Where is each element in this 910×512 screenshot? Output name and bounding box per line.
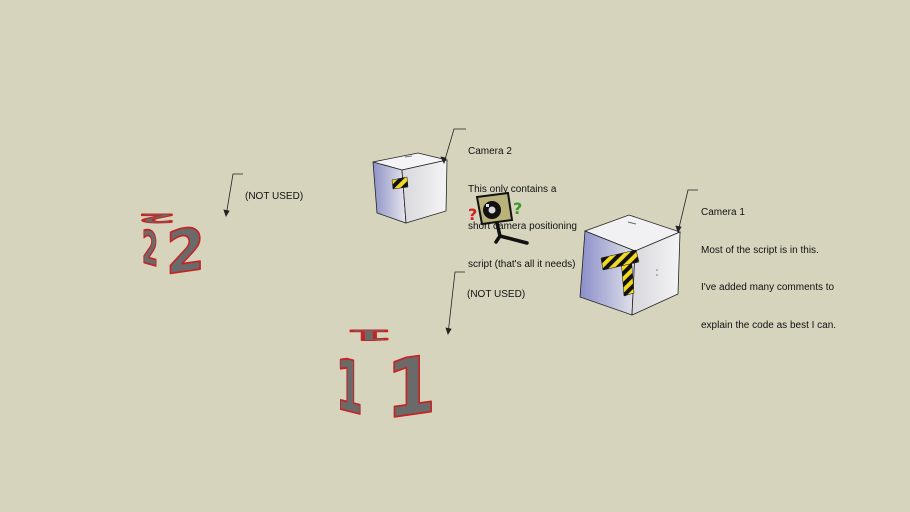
one-front-digit: 1	[386, 337, 436, 437]
not-used-text: (NOT USED)	[245, 191, 304, 202]
not-used-text: (NOT USED)	[467, 289, 526, 300]
camera1-label-line: I've added many comments to	[701, 282, 835, 293]
two-side-digit: 2	[142, 219, 158, 278]
two-top-digit: 2	[138, 211, 175, 225]
camera-mount-icon	[494, 221, 529, 245]
number-one-cube[interactable]: 1 1 1	[335, 326, 437, 438]
question-mark-red-icon: ?	[468, 205, 477, 224]
camera2-cube-front	[372, 161, 407, 224]
camera2-label-line: This only contains a	[468, 183, 557, 195]
camera2-leader	[443, 128, 466, 164]
camera2-cube[interactable]	[372, 152, 448, 224]
one-side-digit: 1	[336, 341, 363, 432]
camera1-label: Camera 1 Most of the script is in this. …	[701, 182, 836, 345]
question-mark-green-icon: ?	[513, 199, 522, 218]
camera2-hazard-tape	[391, 176, 409, 190]
leader-lines	[223, 128, 698, 335]
camera2-cube-side	[401, 159, 448, 224]
camera1-label-line: Most of the script is in this.	[701, 244, 819, 256]
camera-icon[interactable]: ? ?	[468, 191, 529, 245]
not-used-label-top: (NOT USED)	[245, 166, 303, 216]
camera1-hazard-horizontal	[600, 249, 640, 271]
camera1-cube-side	[631, 231, 681, 316]
not-used-label-bottom: (NOT USED)	[467, 264, 525, 314]
camera1-cube[interactable]	[579, 214, 682, 316]
camera2-label-line: short camera positioning	[468, 221, 577, 232]
not-used-top-leader	[225, 173, 243, 217]
camera2-label-line: Camera 2	[468, 146, 512, 157]
camera2-label-line: script (that's all it needs)	[468, 258, 576, 270]
camera1-label-line: explain the code as best I can.	[701, 319, 837, 331]
camera1-leader	[677, 189, 698, 233]
not-used-bottom-leader	[447, 271, 465, 335]
two-front-digit: 2	[166, 213, 205, 288]
number-two-cube[interactable]: 2 2 2	[137, 210, 205, 289]
camera2-label: Camera 2 This only contains a short came…	[468, 121, 577, 284]
camera1-label-line: Camera 1	[701, 207, 745, 218]
one-top-digit: 1	[347, 326, 394, 343]
